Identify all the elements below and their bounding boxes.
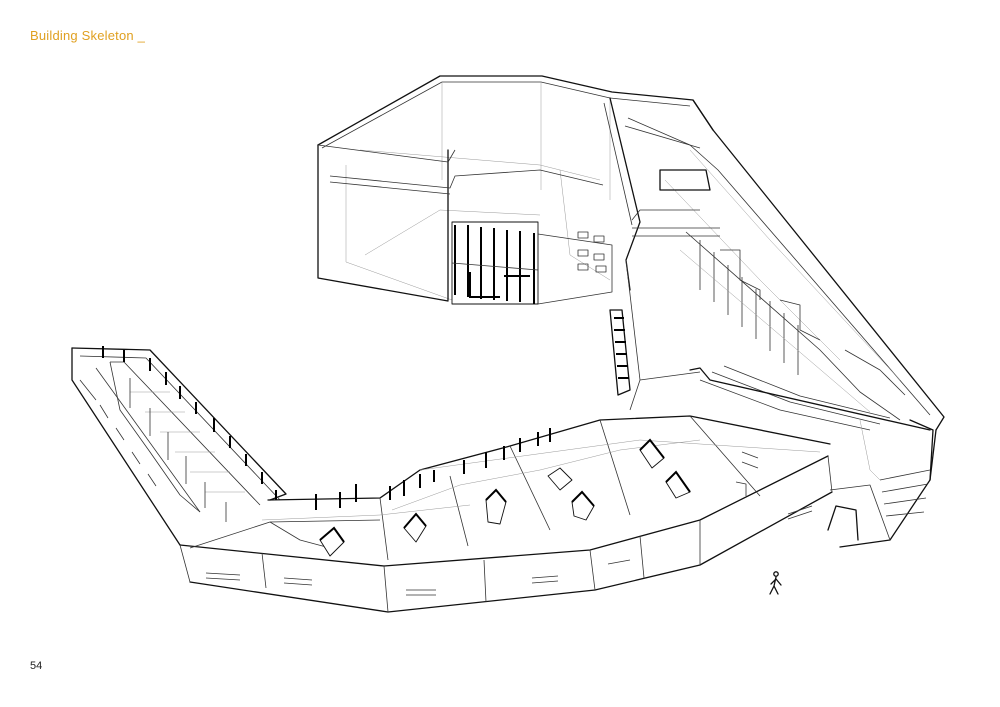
tall-hall-volume	[317, 75, 714, 305]
exhibit-3	[485, 489, 507, 525]
exhibit-4	[547, 467, 573, 491]
page-title: Building Skeleton _	[30, 28, 146, 43]
page-number: 54	[30, 660, 43, 672]
exhibit-1	[319, 527, 345, 557]
gallery-exhibits	[319, 438, 759, 557]
vertical-circulation-core	[609, 259, 701, 411]
hall-furniture	[577, 231, 607, 273]
scale-figure	[769, 571, 782, 595]
left-wing-volume	[71, 346, 287, 546]
right-wing-volume	[624, 99, 945, 548]
curved-gallery-volume	[179, 415, 833, 613]
exhibit-5	[571, 491, 595, 521]
exhibit-2	[403, 513, 427, 543]
